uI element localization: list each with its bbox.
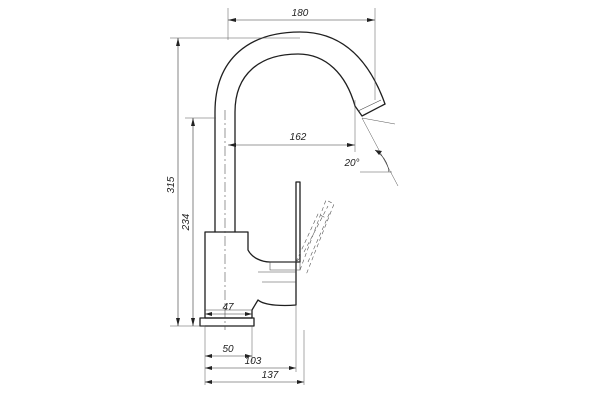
faucet-outline [199,31,386,327]
spout-tip [354,103,386,117]
spout-inner-edge [234,53,356,233]
dimension-50: 50 [205,344,252,358]
dimension-label-20deg: 20° [343,158,359,169]
dimension-label-315: 315 [166,176,177,193]
lever-rotated-hidden-line [299,199,335,276]
dimension-label-180: 180 [292,8,309,19]
dimension-angle-20: 20° [343,149,390,173]
dimension-180: 180 [228,8,375,22]
dimension-137: 137 [205,370,304,384]
lever-rotated-outline [295,199,335,276]
dimension-103: 103 [205,305,297,372]
spout-outer-edge [214,31,386,233]
dimension-label-162: 162 [290,132,307,143]
dimension-162: 162 [228,132,355,147]
base-plate [199,317,255,327]
dimension-label-47: 47 [222,302,234,313]
aerator-line [357,99,382,112]
lever-rotated-hidden-line-3 [303,205,329,253]
dimension-label-137: 137 [262,370,279,381]
dimension-label-103: 103 [245,356,262,367]
lever-body [269,257,301,271]
dimension-47: 47 [205,302,252,316]
lever-rotated-hidden-line-2 [295,213,327,263]
dimension-315: 315 [166,38,180,326]
dimension-label-234: 234 [181,213,192,231]
lever-handle [295,181,301,263]
dimension-234: 234 [181,118,195,326]
lever-rotated-hidden-line-4 [307,211,331,263]
dimension-label-50: 50 [222,344,234,355]
faucet-body [204,231,297,319]
